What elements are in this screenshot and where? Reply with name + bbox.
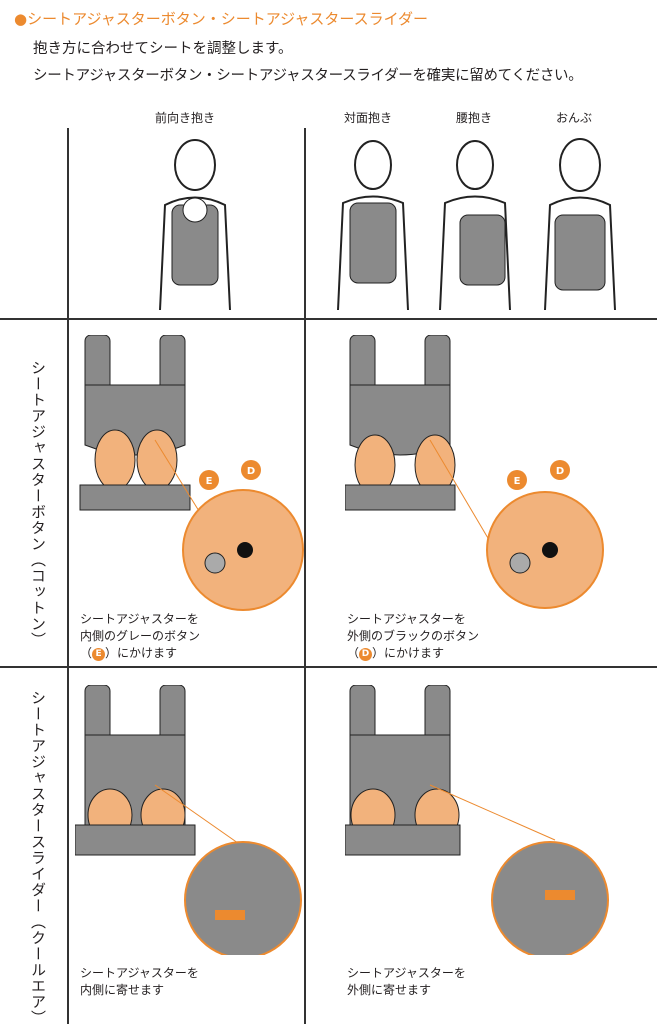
divider [0, 318, 657, 320]
figure-hip [439, 140, 511, 310]
badge-e: E [92, 648, 106, 661]
marker-d: D [247, 466, 255, 477]
intro-line-1: 抱き方に合わせてシートを調整します。 [33, 41, 293, 57]
row-label-button: シートアジャスターボタン（コットン） [29, 360, 47, 648]
divider [304, 128, 306, 1024]
caption-button-inner: シートアジャスターを 内側のグレーのボタン （E）にかけます [80, 611, 200, 662]
illustration-slider-inner [75, 685, 302, 955]
illustration-button-inner: E D [79, 335, 304, 611]
col-hip: 腰抱き [456, 111, 493, 125]
bullet-icon: ● [14, 10, 28, 28]
illustration-slider-outer [345, 685, 609, 955]
caption-line: 内側のグレーのボタン [80, 629, 201, 643]
caption-line: （D）にかけます [347, 646, 445, 661]
col-facing-in: 対面抱き [344, 111, 393, 125]
divider [0, 666, 657, 668]
caption-line: シートアジャスターを [347, 966, 466, 980]
caption-text: にかけます [117, 646, 178, 660]
title-text: シートアジャスターボタン・シートアジャスタースライダー [27, 10, 429, 28]
caption-line: 内側に寄せます [80, 983, 165, 997]
caption-line: （E）にかけます [80, 646, 178, 661]
caption-line: シートアジャスターを [347, 612, 466, 626]
caption-line: 外側のブラックのボタン [347, 629, 480, 643]
caption-line: シートアジャスターを [80, 966, 199, 980]
col-front-facing: 前向き抱き [155, 111, 216, 125]
row-label-slider: シートアジャスタースライダー（クールエア） [29, 690, 47, 1026]
figure-front-facing [159, 139, 231, 310]
illustration-button-outer: E D [345, 335, 604, 609]
marker-d: D [556, 466, 564, 477]
caption-slider-outer: シートアジャスターを 外側に寄せます [347, 965, 466, 999]
caption-line: シートアジャスターを [80, 612, 199, 626]
col-back: おんぶ [556, 111, 593, 125]
intro-line-2: シートアジャスターボタン・シートアジャスタースライダーを確実に留めてください。 [33, 68, 583, 84]
section-title: ●シートアジャスターボタン・シートアジャスタースライダー [14, 8, 428, 29]
badge-d: D [359, 648, 373, 661]
figure-facing-in [337, 140, 409, 310]
caption-text: にかけます [384, 646, 445, 660]
marker-e: E [514, 476, 521, 487]
divider [67, 128, 69, 1024]
figure-back [544, 138, 616, 310]
caption-button-outer: シートアジャスターを 外側のブラックのボタン （D）にかけます [347, 611, 479, 662]
caption-line: 外側に寄せます [347, 983, 432, 997]
marker-e: E [206, 476, 213, 487]
caption-slider-inner: シートアジャスターを 内側に寄せます [80, 965, 199, 999]
